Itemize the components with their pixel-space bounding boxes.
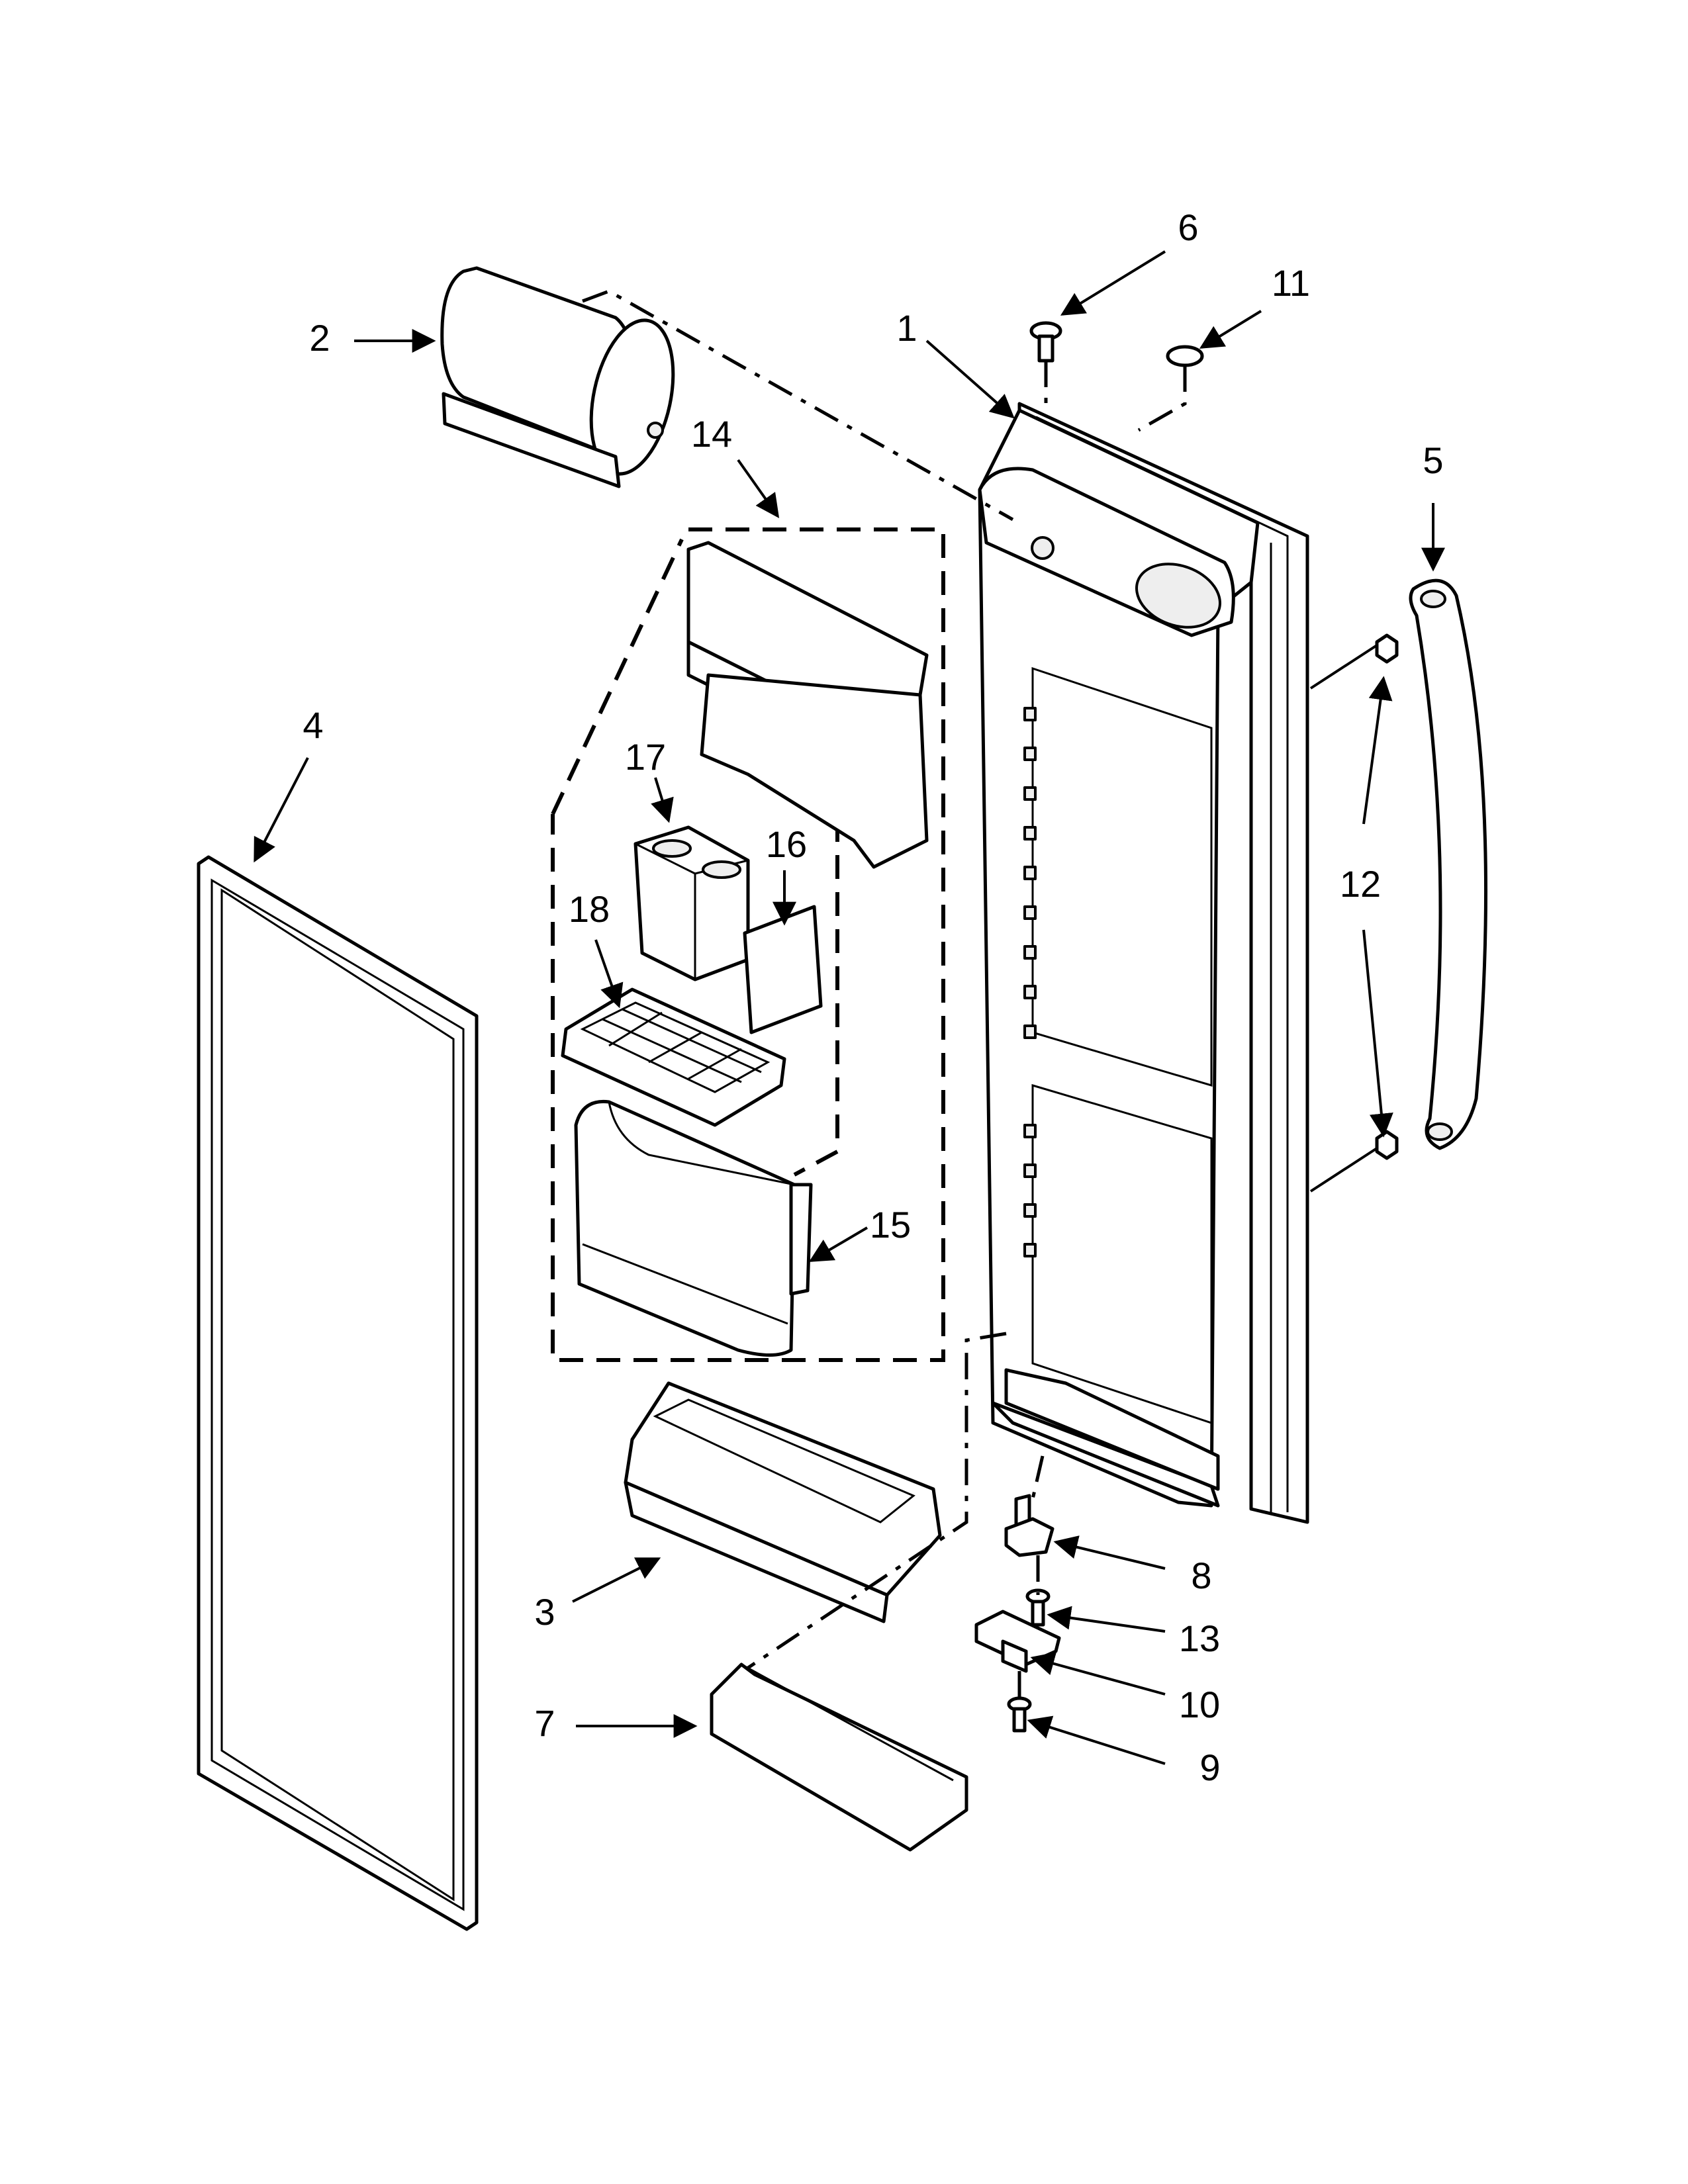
part-11-bushing[interactable]: [1166, 345, 1204, 367]
callout-11: 11: [1272, 262, 1310, 304]
callout-13: 13: [1179, 1617, 1220, 1659]
part-3-door-bin[interactable]: [624, 1381, 942, 1623]
callout-17: 17: [625, 736, 666, 778]
part-10-hinge-bracket[interactable]: [974, 1610, 1061, 1673]
part-12-handle-screws[interactable]: [1375, 633, 1399, 1160]
part-4-door-gasket[interactable]: [197, 855, 479, 1931]
part-13-screw[interactable]: [1025, 1588, 1051, 1627]
callout-6: 6: [1178, 206, 1198, 248]
callout-9: 9: [1199, 1747, 1220, 1788]
part-18-grille[interactable]: [561, 987, 786, 1127]
callout-4: 4: [303, 704, 323, 746]
callout-12: 12: [1340, 863, 1381, 905]
part-16-flap[interactable]: [743, 905, 823, 1034]
callout-16: 16: [766, 823, 807, 865]
part-14-upper-bin[interactable]: [686, 541, 929, 869]
callout-10: 10: [1179, 1684, 1220, 1725]
callout-18: 18: [569, 888, 610, 930]
part-1-door-liner[interactable]: [978, 402, 1309, 1524]
callout-7: 7: [534, 1702, 555, 1744]
part-5-door-handle[interactable]: [1409, 578, 1488, 1150]
callout-8: 8: [1191, 1555, 1211, 1596]
callout-2: 2: [309, 317, 330, 359]
part-2-dispenser-cover[interactable]: [440, 266, 686, 488]
part-14-ice-bin-assembly[interactable]: [551, 527, 945, 1362]
callout-15: 15: [870, 1204, 911, 1246]
alignment-lines: [582, 289, 1378, 1701]
part-6-screw[interactable]: [1029, 321, 1062, 363]
part-9-screw[interactable]: [1007, 1696, 1032, 1733]
callout-5: 5: [1423, 439, 1443, 481]
part-7-shelf-rail[interactable]: [710, 1662, 968, 1852]
callout-1: 1: [896, 307, 917, 349]
callout-labels: 1 2 3 4 5 6 7 8 9 10 11 12 13 14 15 16 1…: [303, 206, 1443, 1788]
callout-14: 14: [691, 413, 732, 455]
part-8-hinge-pin[interactable]: [1004, 1494, 1055, 1557]
part-17-container[interactable]: [633, 825, 750, 981]
leader-arrows: [254, 250, 1445, 1765]
liner-shelf-clips: [1023, 707, 1037, 1257]
part-15-ice-bucket[interactable]: [574, 1099, 813, 1357]
callout-3: 3: [534, 1591, 555, 1633]
